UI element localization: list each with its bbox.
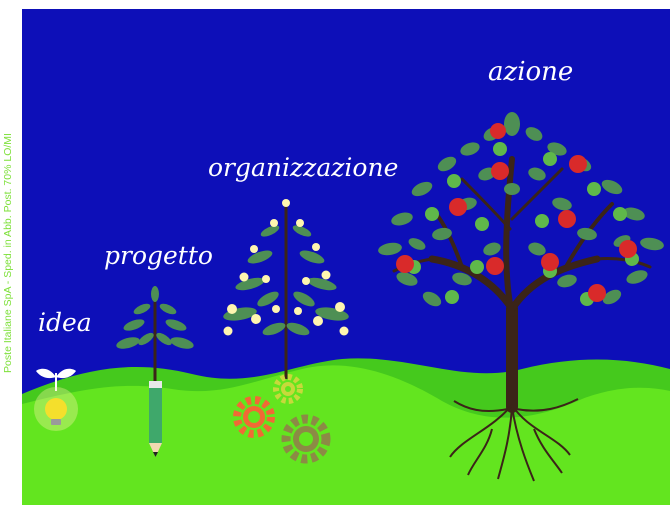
lightbulb-sprout-icon <box>34 368 78 431</box>
stage-label-organizzazione: organizzazione <box>208 153 398 182</box>
stage-label-azione: azione <box>488 57 573 87</box>
stage-label-progetto: progetto <box>104 241 213 270</box>
front-hill <box>22 365 670 505</box>
side-caption: Poste Italiane SpA - Sped. in Abb. Post.… <box>0 0 19 505</box>
pencil-sapling-icon <box>116 286 194 457</box>
illustration: idea progetto organizzazione azione <box>22 9 670 505</box>
stage-label-idea: idea <box>38 308 92 337</box>
flowering-tree-gears-icon <box>223 199 349 464</box>
illustration-canvas: idea progetto organizzazione azione <box>22 9 670 505</box>
apple-tree-icon <box>378 112 664 482</box>
postal-caption: Poste Italiane SpA - Sped. in Abb. Post.… <box>2 132 15 373</box>
